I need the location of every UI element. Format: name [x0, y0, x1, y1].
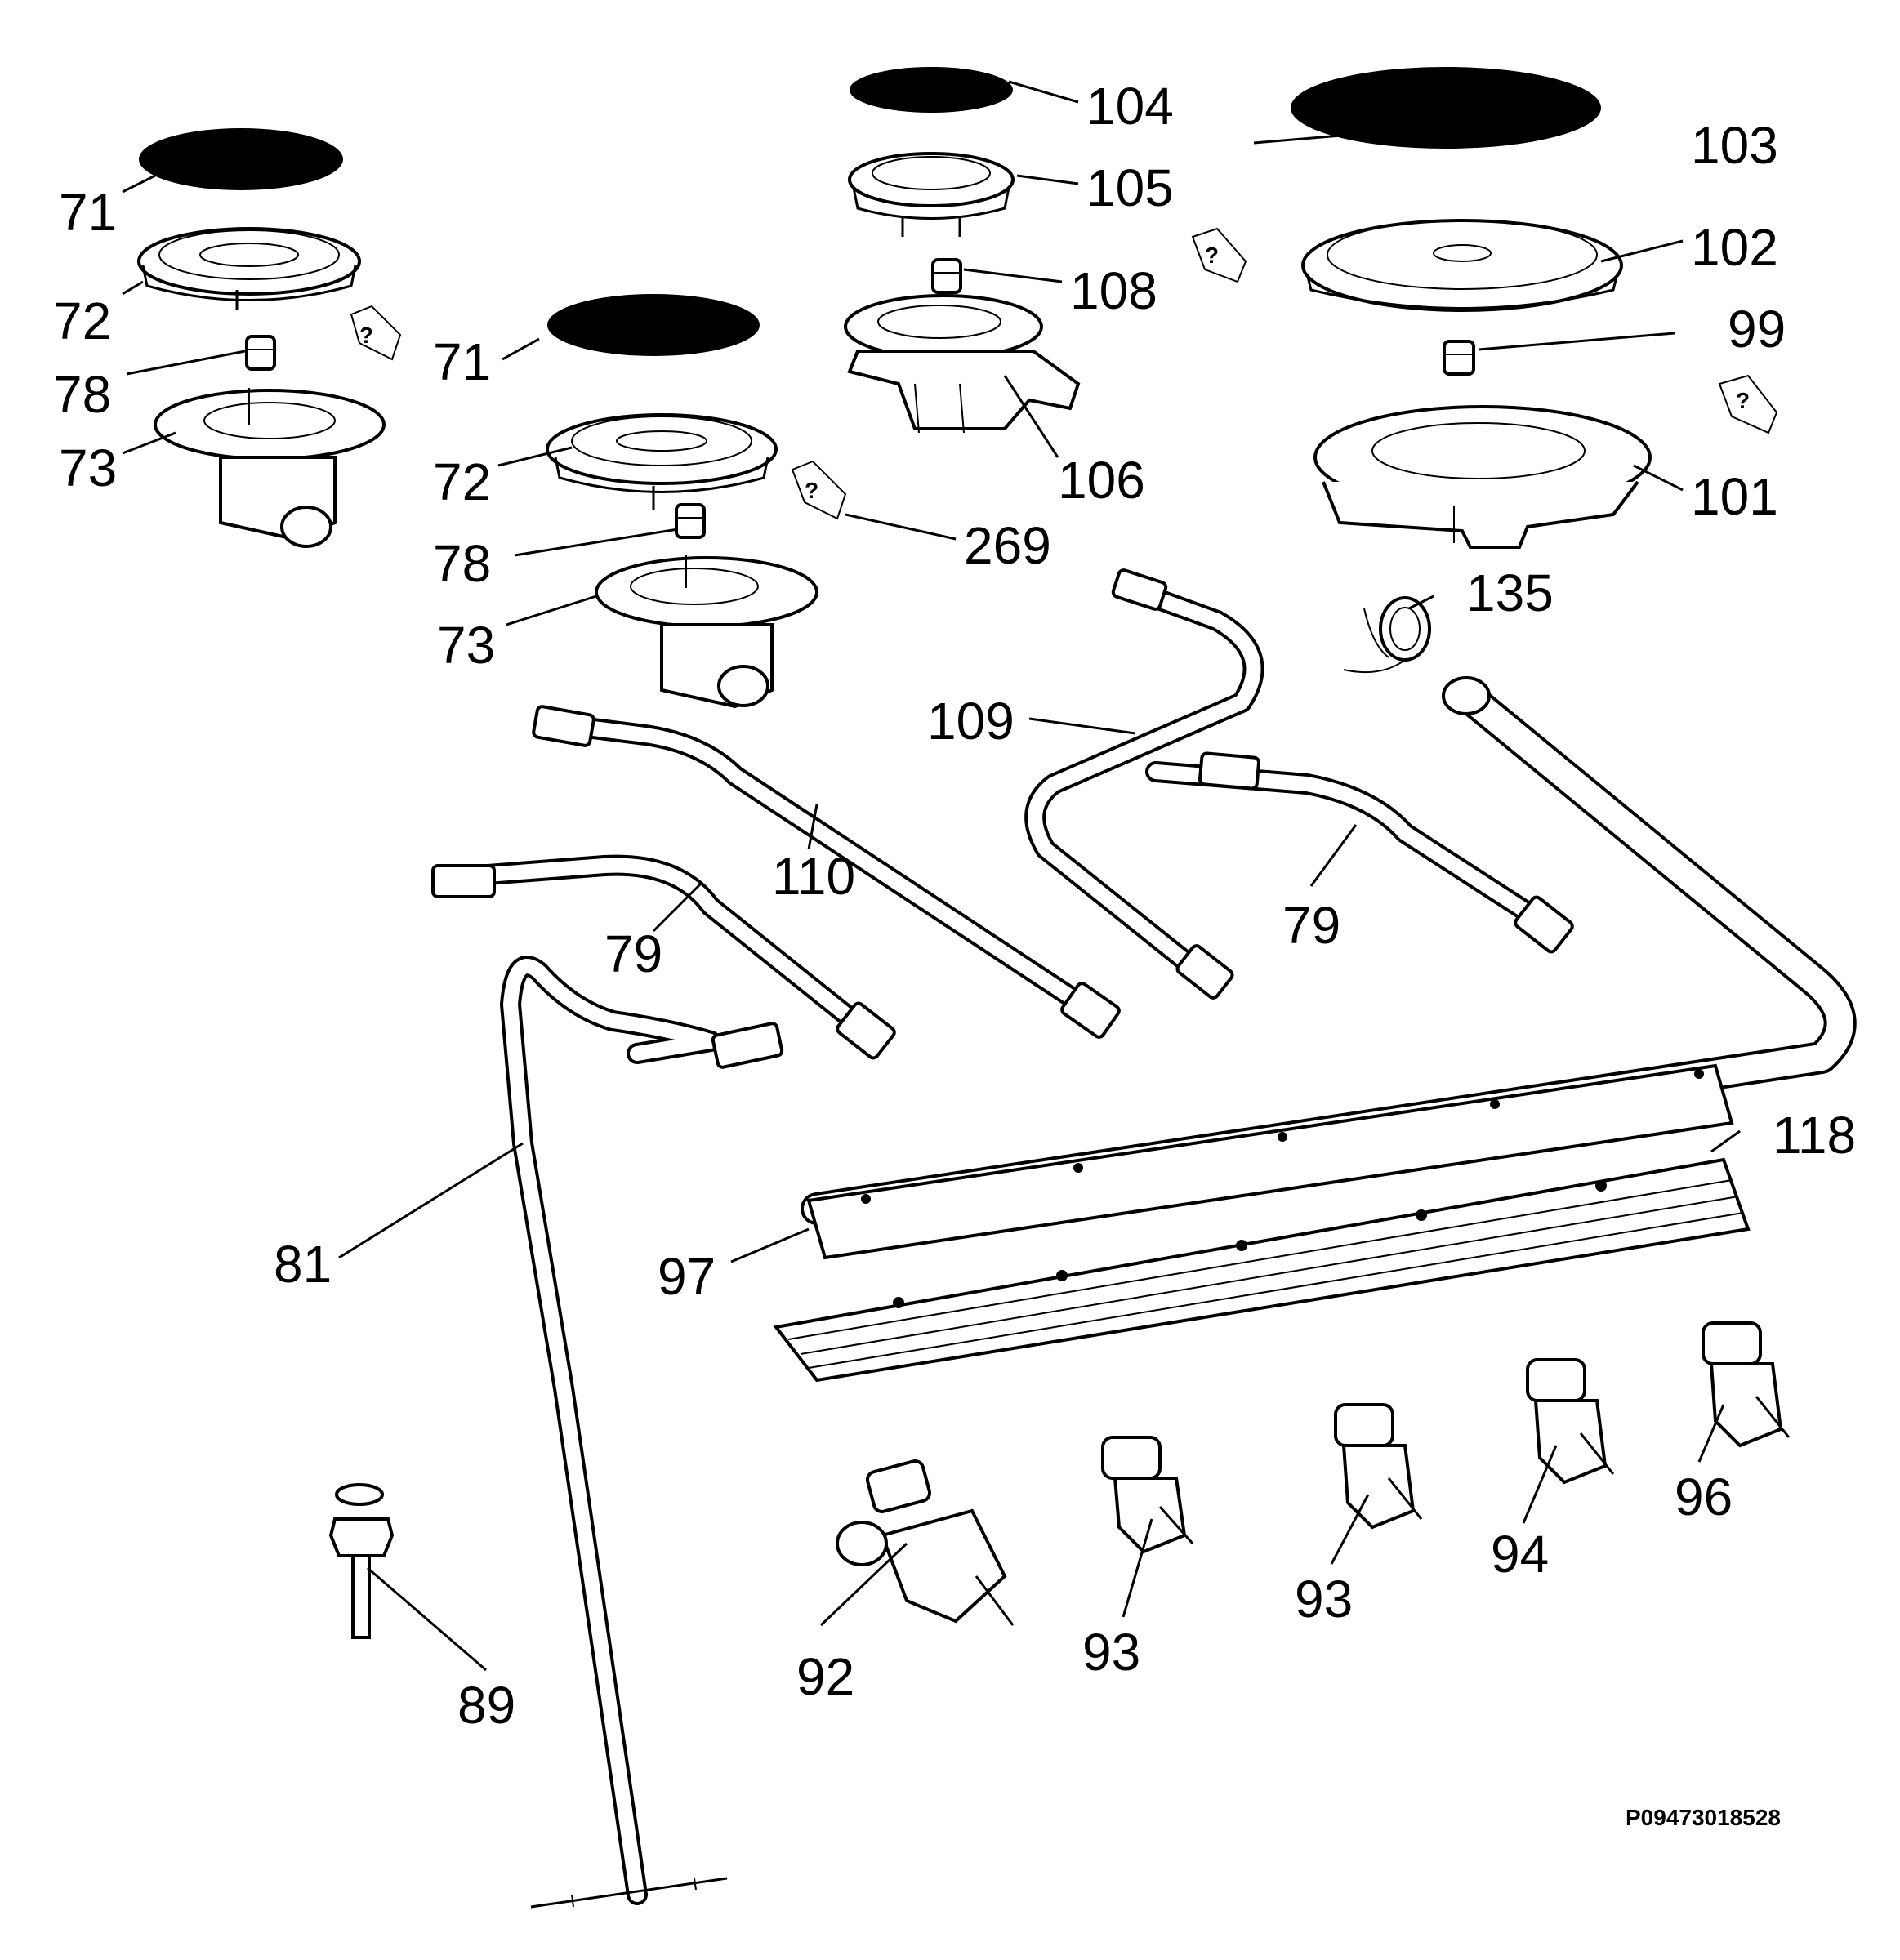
svg-text:?: ? — [1205, 243, 1219, 268]
callout-72-middle: 72 — [433, 452, 491, 511]
reference-code: P09473018528 — [1626, 1805, 1781, 1830]
callout-105: 105 — [1086, 158, 1174, 217]
callout-94: 94 — [1491, 1525, 1549, 1584]
callout-135: 135 — [1466, 564, 1554, 622]
injector-78-left — [245, 335, 276, 371]
callout-labels: 71 72 78 73 71 72 78 73 104 105 108 106 … — [53, 77, 1856, 1735]
burner-body-73-middle — [595, 555, 818, 709]
gas-tube-79-right — [1145, 751, 1574, 954]
gas-tube-109 — [1024, 568, 1264, 1000]
gas-valve-92 — [836, 1459, 1015, 1626]
ground-line — [530, 1877, 728, 1909]
burner-crown-72-middle — [546, 413, 778, 510]
callout-79-right: 79 — [1282, 896, 1340, 955]
callout-108: 108 — [1070, 261, 1157, 320]
burner-crown-105 — [848, 152, 1015, 237]
callout-269: 269 — [964, 516, 1051, 575]
gas-valve-93-a — [1101, 1436, 1194, 1554]
callout-92: 92 — [796, 1647, 854, 1706]
callout-97: 97 — [658, 1247, 716, 1306]
callout-118: 118 — [1773, 1106, 1856, 1165]
callout-104: 104 — [1086, 77, 1174, 136]
svg-text:?: ? — [359, 323, 373, 348]
burner-cap-71-middle — [547, 294, 760, 356]
callout-71-left: 71 — [59, 183, 117, 242]
callout-89: 89 — [457, 1676, 515, 1735]
callout-78-middle: 78 — [433, 534, 491, 593]
callout-109: 109 — [927, 692, 1015, 751]
callout-73-middle: 73 — [437, 616, 495, 675]
screw-269-b: ? — [791, 460, 847, 520]
callout-103: 103 — [1691, 116, 1778, 175]
gas-tube-81 — [500, 956, 784, 1905]
burner-body-73-left — [154, 388, 386, 548]
manifold-97 — [806, 1063, 1734, 1260]
screw-269-c: ? — [1191, 227, 1247, 283]
callout-72-left: 72 — [53, 292, 111, 350]
callout-73-left: 73 — [59, 439, 117, 497]
svg-text:?: ? — [805, 478, 818, 503]
gas-tube-110 — [532, 705, 1121, 1039]
screw-269-a: ? — [350, 305, 402, 361]
burner-crown-102 — [1301, 219, 1623, 312]
gas-tube-79-left — [431, 854, 896, 1060]
burner-body-101 — [1313, 405, 1652, 549]
clamp-135 — [1343, 596, 1431, 674]
burner-cap-71-left — [139, 128, 343, 190]
callout-78-left: 78 — [53, 365, 111, 424]
callout-93-a: 93 — [1082, 1623, 1140, 1682]
callout-102: 102 — [1691, 218, 1778, 277]
gas-valve-94 — [1526, 1358, 1615, 1485]
burner-cap-103 — [1291, 67, 1601, 149]
callout-96: 96 — [1675, 1468, 1733, 1526]
injector-99 — [1443, 340, 1475, 376]
screw-269-d: ? — [1718, 374, 1778, 434]
manifold-bracket-118 — [773, 1157, 1751, 1383]
burner-body-106 — [844, 294, 1081, 434]
svg-text:?: ? — [1736, 388, 1750, 413]
callout-110: 110 — [772, 847, 855, 906]
gas-valve-96 — [1702, 1321, 1791, 1448]
main-gas-pipe — [801, 676, 1857, 1225]
callout-71-middle: 71 — [433, 332, 491, 391]
fitting-89 — [328, 1483, 395, 1639]
callout-99: 99 — [1728, 300, 1786, 359]
leader-lines — [122, 80, 1741, 1672]
callout-101: 101 — [1691, 467, 1778, 526]
callout-79-left: 79 — [604, 924, 662, 983]
callout-81: 81 — [274, 1235, 332, 1294]
injector-108 — [931, 258, 962, 294]
callout-106: 106 — [1058, 451, 1145, 510]
callout-93-b: 93 — [1295, 1570, 1353, 1628]
burner-cap-104 — [850, 67, 1013, 113]
burner-crown-72-left — [137, 227, 361, 310]
injector-78-middle — [675, 503, 706, 539]
gas-valve-93-b — [1334, 1403, 1423, 1530]
